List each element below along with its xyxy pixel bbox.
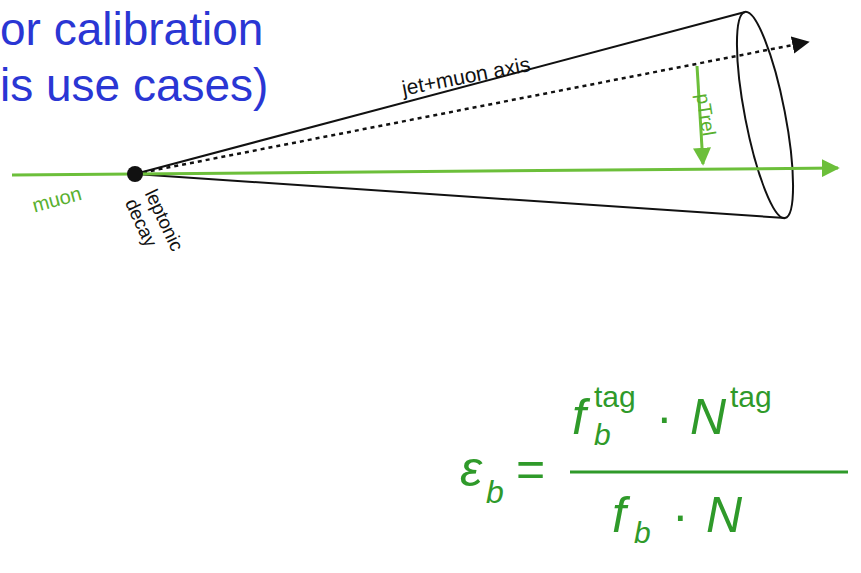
formula-symbol: N	[706, 490, 742, 540]
formula-symbol: =	[516, 444, 545, 494]
axis-label: jet+muon axis	[400, 53, 532, 98]
muon-label: muon	[30, 183, 84, 215]
slide-heading: is use cases)	[0, 62, 268, 108]
fraction-bar	[570, 471, 848, 474]
formula-superscript: tag	[730, 382, 772, 412]
formula-symbol: f	[572, 392, 586, 442]
formula-symbol: ·	[672, 490, 689, 540]
decay-vertex	[127, 166, 143, 182]
cone-edge	[135, 174, 785, 218]
decay-label: leptonic decay	[120, 186, 193, 277]
formula-symbol: N	[690, 392, 726, 442]
formula-symbol: ·	[656, 392, 673, 442]
formula-superscript: tag	[594, 382, 636, 412]
formula-symbol: f	[612, 490, 626, 540]
formula-subscript: b	[634, 518, 651, 548]
formula-subscript: b	[486, 476, 504, 508]
slide-heading: or calibration	[0, 6, 263, 52]
formula-subscript: b	[594, 420, 611, 450]
formula-symbol: ε	[460, 444, 482, 494]
ptrel-label: pTrel	[693, 92, 718, 137]
cone-mouth	[725, 8, 804, 222]
